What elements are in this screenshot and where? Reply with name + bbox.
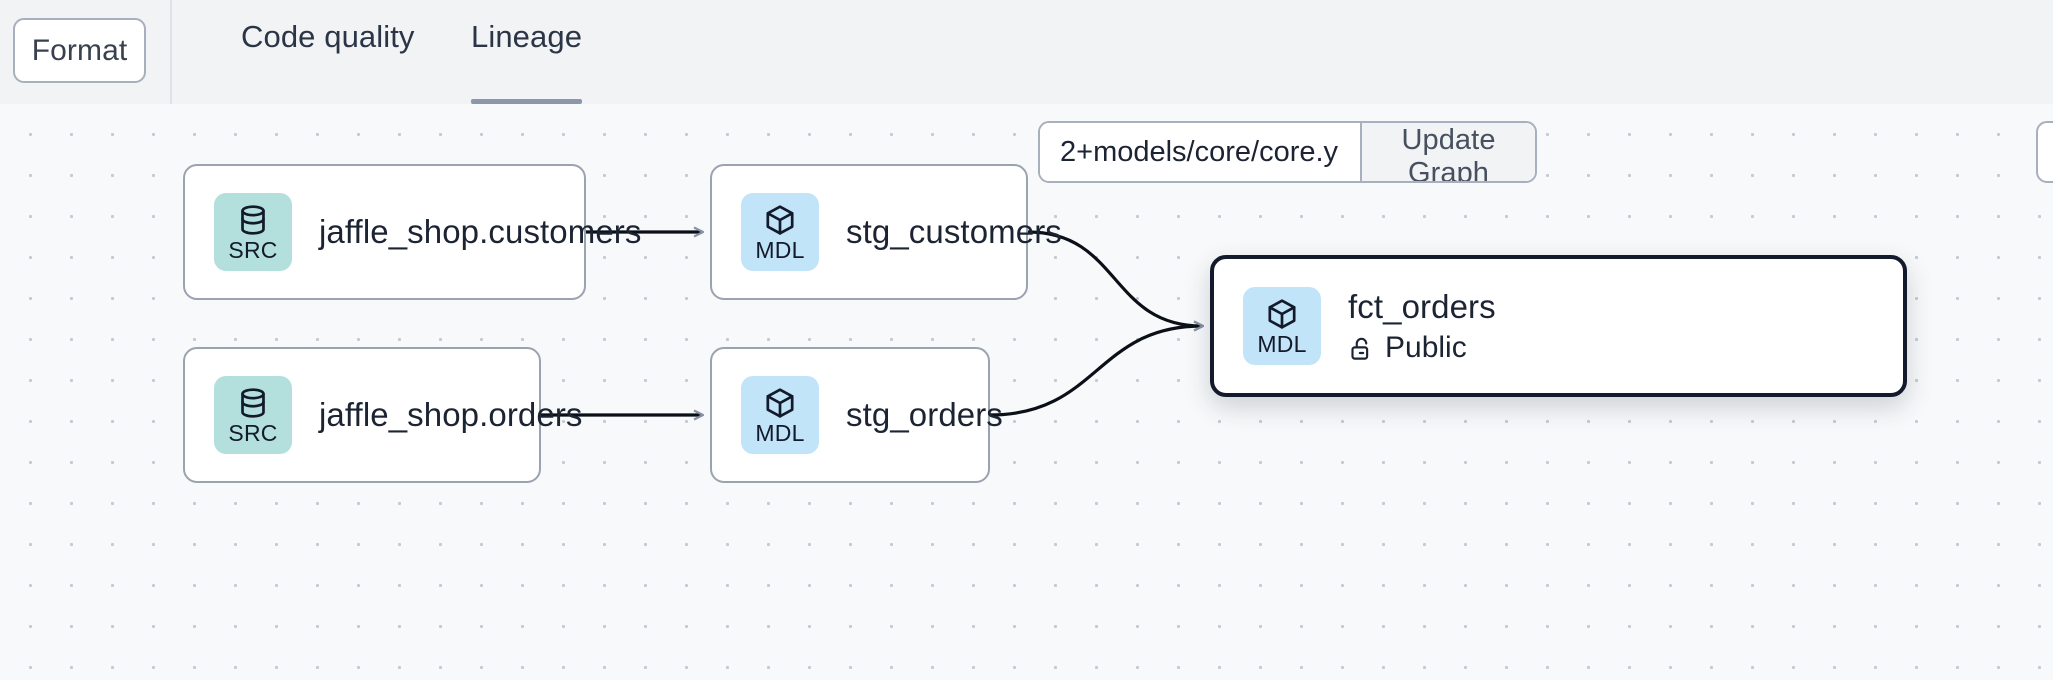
node-type-badge-src: SRC	[214, 193, 292, 271]
cube-icon	[766, 387, 794, 418]
node-body: stg_customers	[846, 212, 1062, 252]
lineage-node-src-customers[interactable]: SRC jaffle_shop.customers	[183, 164, 641, 300]
node-access-meta: Public	[1348, 331, 1496, 365]
node-title: stg_orders	[846, 396, 1003, 433]
node-type-badge-mdl: MDL	[1243, 287, 1321, 365]
lineage-node-stg-orders[interactable]: MDL stg_orders	[710, 347, 1003, 483]
node-type-badge-src: SRC	[214, 376, 292, 454]
node-title: jaffle_shop.orders	[319, 396, 583, 433]
node-body: jaffle_shop.customers	[319, 212, 642, 252]
node-access-label: Public	[1385, 331, 1467, 364]
format-button[interactable]: Format	[13, 18, 146, 83]
node-body: jaffle_shop.orders	[319, 395, 583, 435]
node-type-badge-label: MDL	[755, 419, 805, 446]
graph-selector-group: Update Graph	[1038, 121, 1537, 183]
cube-icon	[766, 204, 794, 235]
tab-code-quality[interactable]: Code quality	[241, 0, 415, 104]
node-type-badge-label: SRC	[228, 236, 278, 263]
lineage-node-stg-customers[interactable]: MDL stg_customers	[710, 164, 1062, 300]
edge-stg-orders-to-fct-orders	[989, 326, 1202, 417]
active-tab-indicator	[471, 99, 583, 104]
node-type-badge-label: MDL	[755, 236, 805, 263]
cube-icon	[1268, 298, 1296, 329]
database-icon	[241, 204, 265, 235]
toolbar-left-section: Format	[0, 0, 172, 104]
database-icon	[241, 387, 265, 418]
tab-lineage[interactable]: Lineage	[471, 0, 583, 104]
node-title: jaffle_shop.customers	[319, 213, 642, 250]
node-title: fct_orders	[1348, 288, 1496, 325]
editor-toolbar: Format Code quality Lineage	[0, 0, 2053, 104]
lineage-node-src-orders[interactable]: SRC jaffle_shop.orders	[183, 347, 582, 483]
update-graph-button[interactable]: Update Graph	[1360, 123, 1535, 181]
node-type-badge-mdl: MDL	[741, 376, 819, 454]
node-type-badge-label: MDL	[1257, 330, 1307, 357]
graph-selector-input[interactable]	[1040, 123, 1360, 181]
unlock-icon	[1351, 337, 1369, 360]
tab-code-quality-label: Code quality	[241, 19, 415, 54]
node-type-badge-label: SRC	[228, 419, 278, 446]
node-type-badge-mdl: MDL	[741, 193, 819, 271]
node-title: stg_customers	[846, 213, 1062, 250]
node-body: fct_orders Public	[1348, 287, 1496, 365]
lineage-canvas[interactable]: SRC jaffle_shop.customers SRC jaffle_sho…	[0, 104, 2053, 680]
lineage-node-fct-orders[interactable]: MDL fct_orders Public	[1210, 255, 1907, 397]
side-panel-edge[interactable]	[2036, 121, 2053, 183]
tab-lineage-label: Lineage	[471, 19, 583, 54]
node-body: stg_orders	[846, 395, 1003, 435]
